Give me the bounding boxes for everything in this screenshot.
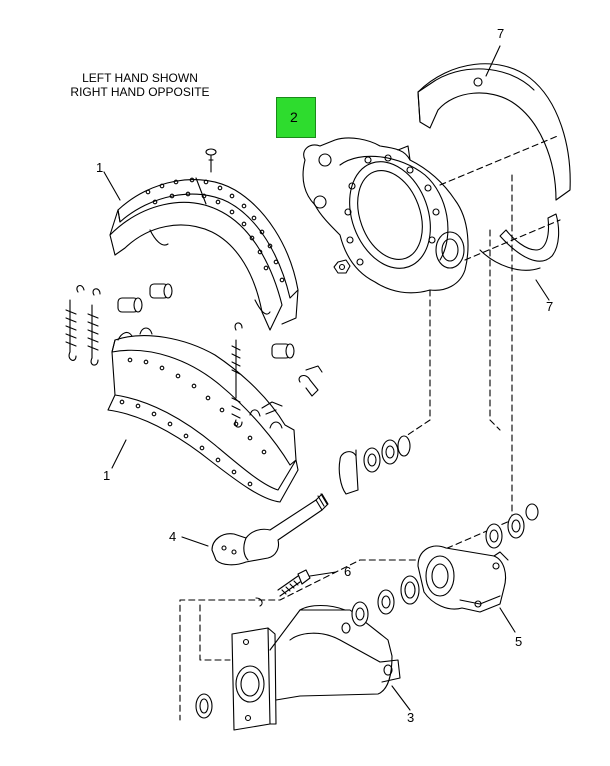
callout-6[interactable]: 6 (344, 564, 352, 579)
callout-1-lower[interactable]: 1 (103, 468, 111, 483)
brake-shoe-upper (110, 178, 298, 330)
camshaft-bracket (232, 606, 400, 731)
callout-3[interactable]: 3 (407, 710, 415, 725)
leader-lines (104, 46, 549, 710)
brake-spider (303, 138, 468, 293)
camshaft (212, 494, 328, 565)
callout-7-lower[interactable]: 7 (546, 299, 554, 314)
callout-1-upper[interactable]: 1 (96, 160, 104, 175)
nut (334, 260, 350, 273)
shoe-rivets-lower (120, 358, 266, 486)
return-springs (66, 286, 242, 428)
shoe-rivets-upper (146, 178, 284, 282)
brake-shoe-lower (108, 328, 298, 502)
orientation-line-2: RIGHT HAND OPPOSITE (70, 85, 210, 99)
callout-2-label: 2 (290, 109, 298, 125)
adjuster-washers (486, 504, 538, 548)
cam-washers-upper (339, 436, 410, 494)
cam-washers-lower (352, 576, 419, 626)
rollers (118, 284, 294, 358)
callout-2-highlight[interactable]: 2 (276, 97, 316, 138)
retainer-clips (262, 366, 322, 414)
slack-adjuster (418, 546, 508, 612)
mounting-bolt (278, 570, 310, 596)
callout-4[interactable]: 4 (169, 529, 177, 544)
snap-ring (196, 694, 212, 718)
small-clip (256, 598, 262, 606)
dust-shield (418, 64, 570, 271)
shoe-pin (206, 149, 216, 172)
orientation-note: LEFT HAND SHOWN RIGHT HAND OPPOSITE (52, 71, 228, 99)
callout-7-upper[interactable]: 7 (497, 26, 505, 41)
callout-5[interactable]: 5 (515, 634, 523, 649)
orientation-line-1: LEFT HAND SHOWN (82, 71, 198, 85)
